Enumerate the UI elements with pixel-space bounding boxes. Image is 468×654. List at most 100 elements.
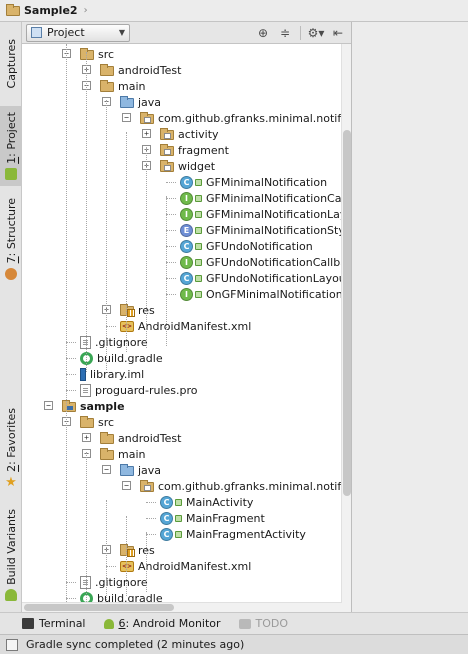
tree-row[interactable]: C GFMinimalNotification: [180, 174, 327, 190]
tab-structure[interactable]: 7: Structure: [0, 194, 22, 284]
tool-windows-icon[interactable]: [6, 638, 18, 651]
panel-toolbar: Project ▼ ⊕ ≑ ⚙▾ ⇤: [22, 22, 351, 44]
bottom-tool-bar: Terminal 6: Android Monitor TODO: [0, 612, 468, 634]
class-icon: C: [180, 239, 202, 253]
tab-captures[interactable]: Captures: [0, 28, 22, 100]
tree-connector: [166, 230, 176, 231]
settings-icon[interactable]: ⚙▾: [307, 25, 325, 40]
tree-row[interactable]: widget: [160, 158, 215, 174]
package-icon: [160, 144, 174, 156]
tree-row[interactable]: library.iml: [80, 366, 144, 382]
tree-row[interactable]: .gitignore: [80, 334, 148, 350]
class-icon: C: [180, 271, 202, 285]
tree-connector: [106, 566, 116, 567]
tree-row-label: .gitignore: [95, 335, 148, 349]
tree-row-label: AndroidManifest.xml: [138, 559, 252, 573]
tree-row[interactable]: <>AndroidManifest.xml: [120, 318, 251, 334]
tree-row[interactable]: sample: [62, 398, 125, 414]
tree-row-label: GFUndoNotificationCallback: [206, 255, 351, 269]
tree-row[interactable]: java: [120, 462, 161, 478]
tree-row[interactable]: com.github.gfranks.minimal.notific: [140, 110, 350, 126]
tree-row-label: MainFragment: [186, 511, 265, 525]
interface-icon: I: [180, 207, 202, 221]
locate-icon[interactable]: ⊕: [257, 25, 269, 40]
tree-row-label: sample: [80, 399, 125, 413]
class-icon: C: [180, 175, 202, 189]
expand-toggle-icon[interactable]: +: [142, 129, 151, 138]
res-folder-icon: [120, 544, 135, 557]
tree-row[interactable]: fragment: [160, 142, 229, 158]
interface-icon: I: [180, 191, 202, 205]
tree-row[interactable]: build.gradle: [80, 350, 163, 366]
expand-toggle-icon[interactable]: +: [82, 433, 91, 442]
tree-row[interactable]: src: [80, 46, 114, 62]
collapse-toggle-icon[interactable]: −: [44, 401, 53, 410]
tree-row-label: com.github.gfranks.minimal.notific: [158, 111, 351, 125]
tree-connector: [66, 598, 76, 599]
structure-icon: [5, 267, 17, 280]
tree-row-label: GFMinimalNotification: [206, 175, 328, 189]
iml-file-icon: [80, 367, 86, 381]
horizontal-scrollbar[interactable]: [22, 602, 342, 612]
view-mode-select[interactable]: Project ▼: [26, 23, 130, 42]
tab-build-variants[interactable]: Build Variants: [0, 508, 22, 602]
tab-project[interactable]: 1: Project: [0, 106, 22, 186]
tab-android-monitor[interactable]: 6: Android Monitor: [103, 617, 221, 630]
tree-guide-line: [126, 132, 127, 352]
tree-row-label: main: [118, 447, 146, 461]
folder-icon: [100, 64, 114, 76]
vertical-scroll-thumb[interactable]: [343, 130, 351, 496]
tree-row[interactable]: src: [80, 414, 114, 430]
tab-terminal[interactable]: Terminal: [22, 617, 86, 630]
tree-row[interactable]: androidTest: [100, 62, 181, 78]
horizontal-scroll-thumb[interactable]: [24, 604, 174, 611]
breadcrumb-project[interactable]: Sample2: [24, 4, 78, 17]
folder-icon: [100, 432, 114, 444]
text-file-icon: [80, 335, 91, 349]
package-icon: [160, 128, 174, 140]
tree-connector: [146, 534, 156, 535]
tree-row-label: build.gradle: [97, 591, 163, 605]
tree-row[interactable]: main: [100, 446, 145, 462]
tree-row[interactable]: androidTest: [100, 430, 181, 446]
tree-row[interactable]: activity: [160, 126, 219, 142]
tree-row[interactable]: .gitignore: [80, 574, 148, 590]
collapse-toggle-icon[interactable]: −: [122, 113, 131, 122]
tree-row[interactable]: main: [100, 78, 145, 94]
project-tree[interactable]: src−androidTest+main−java−com.github.gfr…: [22, 44, 351, 612]
tree-row-label: com.github.gfranks.minimal.notific: [158, 479, 351, 493]
xml-file-icon: <>: [120, 560, 134, 572]
interface-icon: I: [180, 287, 202, 301]
tree-row[interactable]: com.github.gfranks.minimal.notific: [140, 478, 350, 494]
tree-row[interactable]: proguard-rules.pro: [80, 382, 198, 398]
tab-terminal-label: Terminal: [39, 617, 86, 630]
terminal-icon: [22, 618, 34, 629]
tab-todo[interactable]: TODO: [238, 617, 288, 630]
tree-row[interactable]: java: [120, 94, 161, 110]
vertical-scrollbar[interactable]: [341, 44, 351, 612]
folder-icon: [100, 448, 114, 460]
enum-icon: E: [180, 223, 202, 237]
tree-row-label: activity: [178, 127, 219, 141]
tree-row-label: .gitignore: [95, 575, 148, 589]
class-icon: C: [160, 495, 182, 509]
collapse-all-icon[interactable]: ≑: [279, 25, 291, 40]
hide-icon[interactable]: ⇤: [332, 25, 344, 40]
project-folder-icon: [6, 3, 20, 16]
collapse-toggle-icon[interactable]: −: [102, 465, 111, 474]
tree-row[interactable]: <> AndroidManifest.xml: [120, 558, 251, 574]
tree-row-label: androidTest: [118, 431, 182, 445]
tab-favorites[interactable]: 2: Favorites ★: [0, 406, 22, 492]
collapse-toggle-icon[interactable]: −: [122, 481, 131, 490]
project-panel: Project ▼ ⊕ ≑ ⚙▾ ⇤ src−androidTest+main−…: [22, 22, 352, 612]
